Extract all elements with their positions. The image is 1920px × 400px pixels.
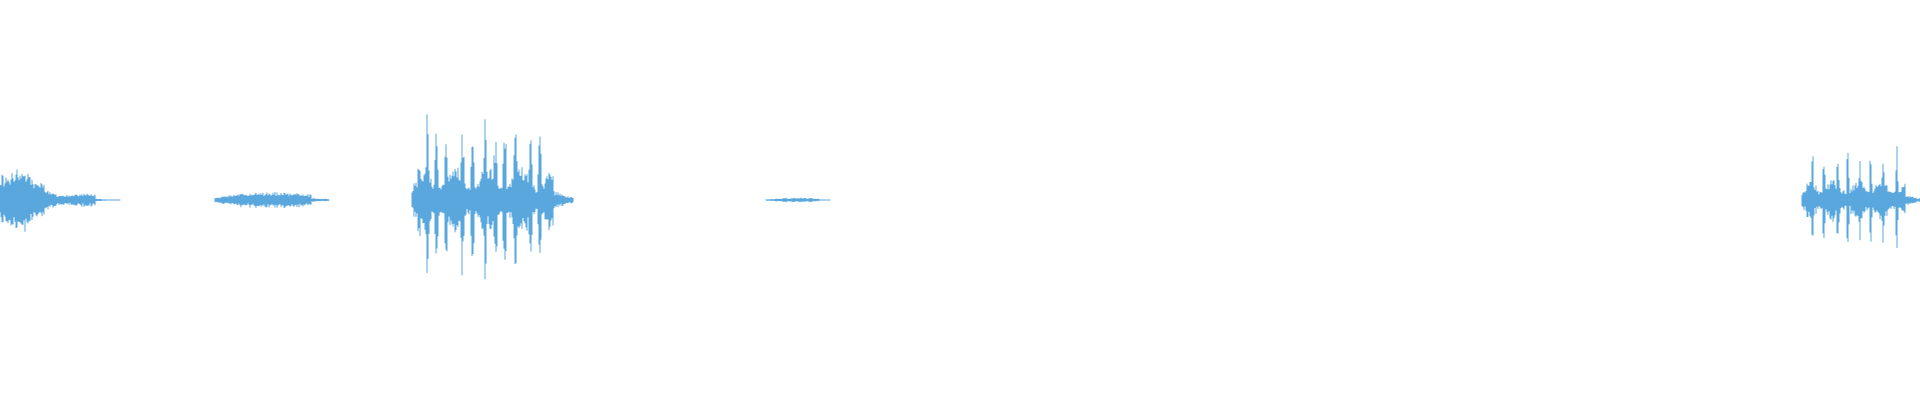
waveform-peaks <box>0 169 121 232</box>
waveform-segment-4 <box>765 197 831 203</box>
waveform-segment-3 <box>411 114 574 280</box>
waveform-peaks <box>411 114 574 280</box>
waveform-peaks <box>1801 146 1920 248</box>
waveform-peaks <box>214 192 330 208</box>
waveform-segment-1 <box>0 169 121 232</box>
waveform-segment-2 <box>214 192 330 208</box>
waveform-peaks <box>765 197 831 203</box>
waveform-segment-5 <box>1801 146 1920 248</box>
